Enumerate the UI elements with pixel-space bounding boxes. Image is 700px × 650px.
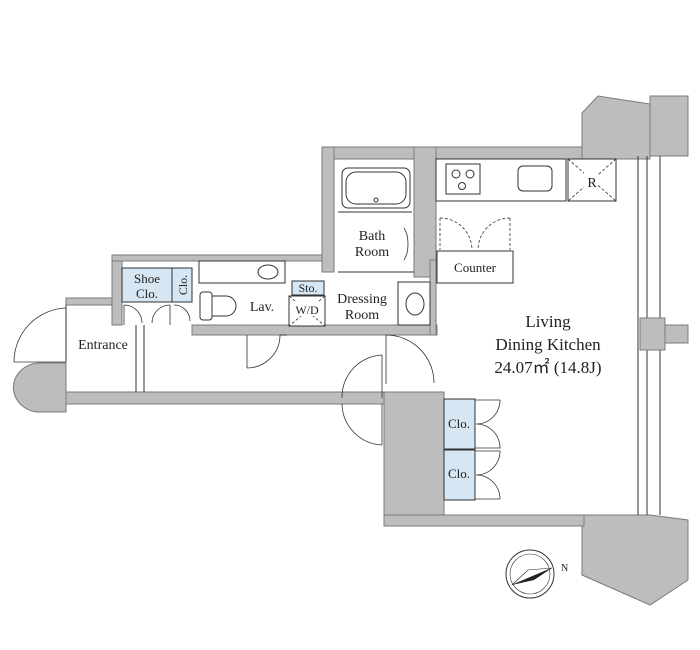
dressing-vanity — [397, 281, 431, 326]
ldk-closets: Clo. Clo. — [443, 398, 501, 501]
kitchen-area: R Counter — [435, 158, 617, 284]
wall-pillar-top-right — [581, 95, 651, 160]
shoe-label-line1: Shoe — [134, 271, 160, 286]
entrance-label: Entrance — [78, 338, 128, 353]
vanity-basin — [405, 292, 425, 316]
window-wall — [637, 156, 689, 515]
wall-bath-right — [413, 146, 437, 278]
washer-label-bg — [292, 302, 322, 316]
dressing-door — [385, 334, 435, 384]
bath-room: Bath Room — [338, 167, 414, 273]
ldk-door-upper — [341, 354, 383, 399]
washer-diag-1 — [288, 295, 326, 327]
toilet-bowl — [211, 295, 237, 317]
lav-counter — [198, 260, 286, 284]
toilet-tank — [199, 291, 213, 321]
dressing-room: Dressing Room — [337, 281, 435, 384]
compass-north-label: N — [561, 563, 568, 574]
storage-label: Sto. — [298, 281, 317, 295]
ldk-area-label: 24.07㎡ (14.8J) — [494, 358, 601, 377]
fridge-label: R — [587, 176, 597, 191]
ldk-door-lower — [341, 403, 383, 446]
burner-2 — [465, 169, 475, 179]
wall-dressing-right — [429, 259, 437, 336]
wall-closet-block — [383, 391, 445, 527]
entrance-door — [13, 307, 67, 363]
window-mullion — [639, 317, 666, 351]
counter — [436, 250, 514, 284]
ldk-label-line2: Dining Kitchen — [495, 335, 601, 354]
washer-label: W/D — [295, 303, 319, 317]
cabinet-door-2 — [477, 217, 511, 251]
bathtub — [341, 167, 411, 209]
kitchen-sink — [517, 165, 553, 192]
walls — [12, 95, 689, 606]
shoe-closet-doors — [123, 304, 171, 325]
small-closet-door — [173, 304, 191, 322]
small-closet-label: Clo. — [176, 275, 190, 295]
balcony-mid-post — [664, 324, 689, 344]
compass-icon: N — [505, 549, 568, 599]
washer-diag-2 — [288, 295, 326, 327]
bath-label-line2: Room — [355, 245, 389, 260]
wall-lav-top — [111, 254, 323, 262]
wall-entrance-bump — [12, 362, 67, 413]
wall-bath-left — [321, 146, 335, 273]
closet-lower-label: Clo. — [448, 466, 470, 481]
burner-1 — [451, 169, 461, 179]
burner-3 — [458, 182, 466, 190]
closet-upper-label: Clo. — [448, 416, 470, 431]
dressing-label-line2: Room — [345, 308, 379, 323]
wall-entrance-top — [65, 297, 113, 306]
bath-label-line1: Bath — [359, 229, 385, 244]
storage-washer: Sto. W/D — [288, 280, 326, 327]
cabinet-door-1 — [439, 217, 473, 251]
wall-pillar-bottom-right — [581, 514, 689, 606]
storage-box — [291, 280, 325, 296]
counter-label: Counter — [454, 260, 497, 275]
ldk-label-line1: Living — [525, 312, 571, 331]
lavatory: Lav. — [198, 260, 287, 369]
entrance: Shoe Clo. Clo. Entrance — [13, 267, 193, 392]
closet-lower-doors — [475, 450, 501, 500]
lav-basin — [257, 264, 279, 280]
wall-shoe-left — [111, 254, 123, 326]
lav-door — [246, 334, 281, 369]
bath-faucet-arc — [403, 227, 409, 261]
wall-corridor-bottom — [65, 391, 387, 405]
closet-lower — [443, 449, 476, 501]
closet-upper-doors — [475, 399, 501, 449]
bathtub-inner — [345, 171, 407, 205]
lav-label: Lav. — [250, 300, 274, 315]
fridge-label-bg — [584, 172, 598, 188]
wall-bottom-ldk — [383, 514, 585, 527]
closet-upper — [443, 398, 476, 450]
shoe-label-line2: Clo. — [136, 286, 158, 301]
bathtub-drain — [373, 197, 379, 203]
small-closet — [171, 267, 193, 303]
wall-balcony-top — [649, 95, 689, 157]
dressing-label-line1: Dressing — [337, 292, 387, 307]
